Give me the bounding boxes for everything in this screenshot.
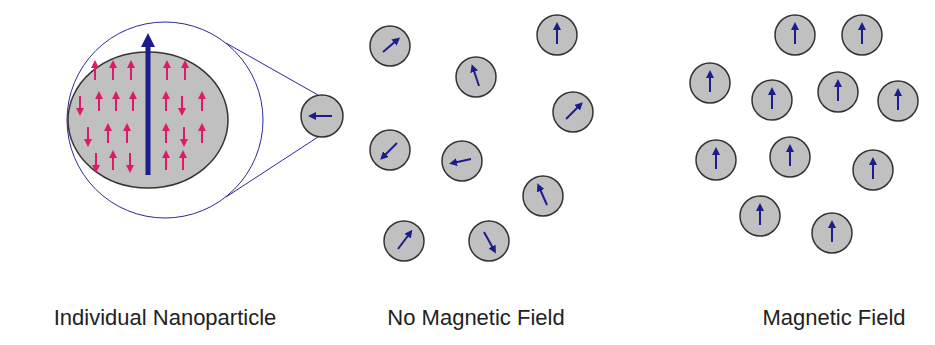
- panel-caption: Magnetic Field: [762, 305, 905, 331]
- spin-arrows: [80, 64, 202, 170]
- aligned-moment-arrows: [710, 26, 898, 242]
- panel-caption: Individual Nanoparticle: [54, 305, 277, 331]
- zoom-outline: [67, 22, 318, 218]
- aligned-particles: [690, 15, 918, 253]
- net-moment-arrow: [146, 40, 151, 175]
- random-moment-arrows: [383, 26, 580, 250]
- random-particles: [370, 15, 593, 261]
- small-particle: [301, 95, 343, 137]
- panel-caption: No Magnetic Field: [387, 305, 564, 331]
